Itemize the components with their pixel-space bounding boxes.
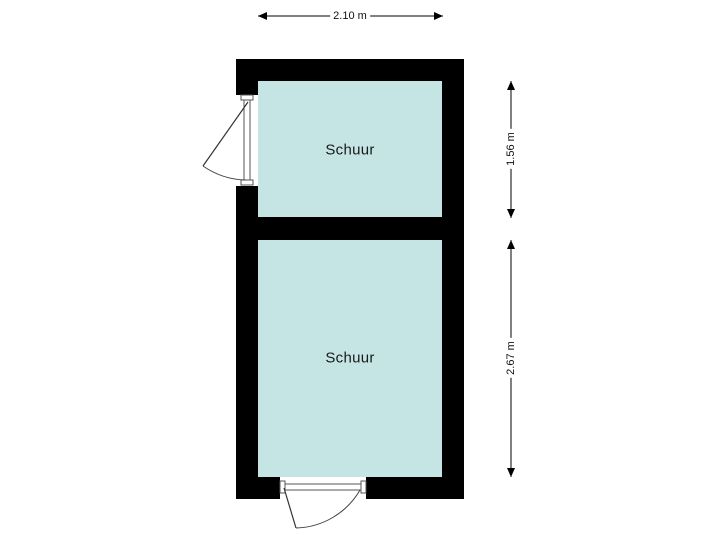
side-door-leaf [202,101,249,167]
room-floor-lower [258,240,442,477]
side-door-swing-arc [202,165,247,181]
side-door-jamb-top [240,94,254,101]
bottom-door-jamb-right [360,480,367,494]
room-floor-upper [258,81,442,217]
room-label-upper: Schuur [325,141,375,159]
width-dimension-label: 2.10 m [330,9,370,23]
upper-height-dimension-label: 1.56 m [504,129,518,169]
room-label-lower: Schuur [325,349,375,367]
bottom-door-swing-arc [295,489,361,529]
bottom-door-leaf [283,487,297,529]
lower-height-dimension-label: 2.67 m [504,338,518,378]
side-door-frame [243,99,251,181]
bottom-door-jamb-left [279,480,286,494]
side-door-jamb-bottom [240,179,254,186]
bottom-door-frame [284,483,362,491]
